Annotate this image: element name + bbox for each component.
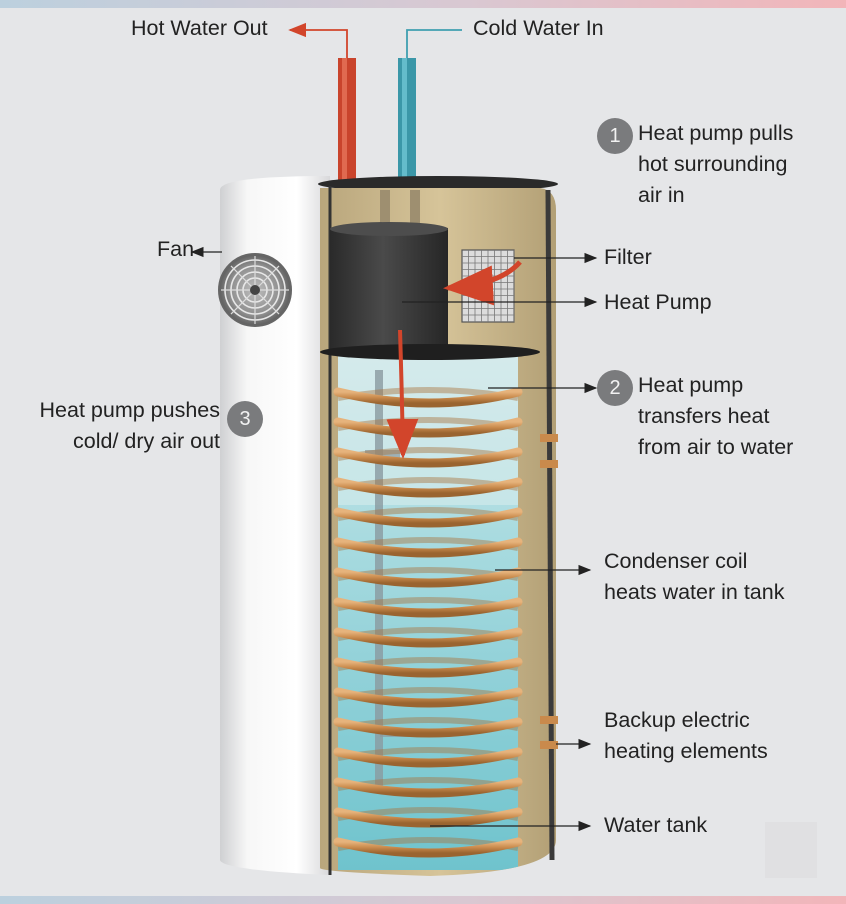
coil-loop [333,807,523,828]
condenser-coil-label: Condenser coil heats water in tank [604,549,785,604]
cold-water-in-label: Cold Water In [473,16,604,40]
step-2-badge: 2 [597,370,633,406]
coil-loop [333,717,523,738]
filter-label: Filter [604,245,652,269]
coil-loop [333,537,523,558]
fan-guard-spoke [230,265,256,291]
condenser-coil [333,387,523,858]
cold-water-pipe [398,29,462,186]
coil-loop [333,387,523,408]
corner-watermark-box [765,822,817,878]
airflow-down-arrow [386,329,419,459]
coil-loop [333,567,523,588]
coil-loop [333,507,523,528]
coil-loop [333,597,523,618]
heat-pump-unit [320,222,540,360]
fan-icon [218,253,292,327]
fan-guard-spoke [254,265,280,291]
airflow-in-arrow [443,260,522,306]
backup-elements-label: Backup electric heating elements [604,708,768,763]
top-gradient-bar [0,0,846,8]
step-3-text: Heat pump pushes cold/ dry air out [39,398,220,453]
fan-guard-spoke [254,289,280,315]
coil-loop [333,447,523,468]
water-tank-label: Water tank [604,813,708,837]
step-1-text: Heat pump pulls hot surrounding air in [638,121,794,207]
coil-loop [333,687,523,708]
coil-loop [333,627,523,648]
hot-water-out-label: Hot Water Out [131,16,268,40]
heat-pump-label: Heat Pump [604,290,712,314]
bottom-gradient-bar [0,896,846,904]
hot-water-pipe [288,22,356,186]
fan-guard-spoke [230,289,256,315]
leader-lines [190,246,598,832]
coil-loop [333,477,523,498]
coil-loop [333,747,523,768]
coil-loop [333,417,523,438]
step-1-badge: 1 [597,118,633,154]
step-2-text: Heat pump transfers heat from air to wat… [638,373,794,459]
fan-label: Fan [157,237,195,261]
step-3-badge: 3 [227,401,263,437]
coil-loop [333,837,523,858]
coil-loop [333,657,523,678]
side-fittings [540,434,558,749]
coil-loop [333,777,523,798]
